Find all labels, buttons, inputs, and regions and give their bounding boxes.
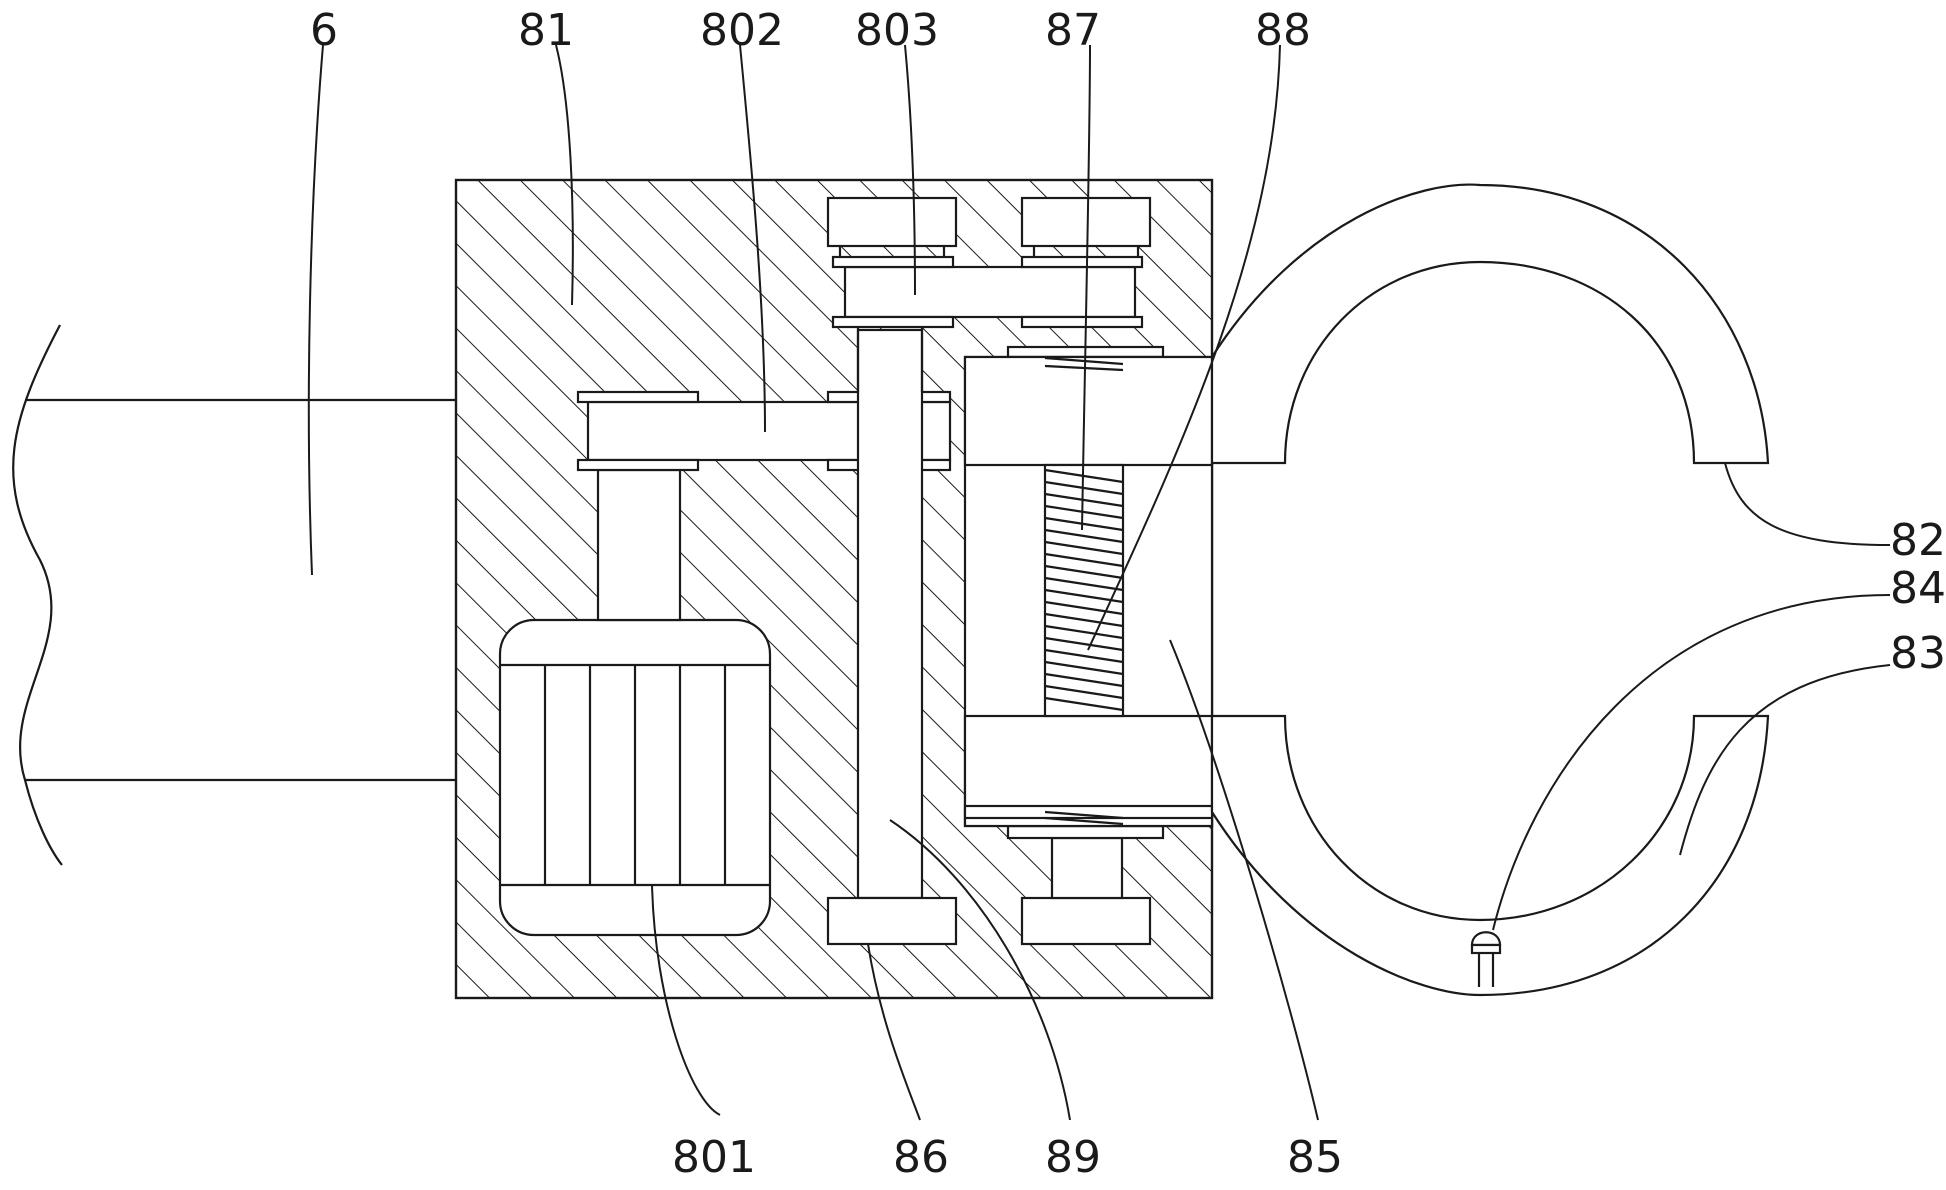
shaft-89 bbox=[856, 328, 924, 900]
label-82: 82 bbox=[1890, 515, 1946, 566]
bearing-top-right bbox=[1020, 196, 1152, 248]
label-81: 81 bbox=[518, 5, 574, 56]
label-83: 83 bbox=[1890, 628, 1946, 679]
spring-87 bbox=[1043, 356, 1125, 826]
belt-803 bbox=[843, 265, 1137, 319]
label-89: 89 bbox=[1045, 1132, 1101, 1183]
clamp-jaw-83 bbox=[1210, 714, 1770, 997]
label-802: 802 bbox=[700, 5, 784, 56]
sensor-84 bbox=[1470, 931, 1502, 987]
bearing-bottom-right bbox=[1020, 896, 1152, 946]
label-88: 88 bbox=[1255, 5, 1311, 56]
bearing-86 bbox=[826, 896, 958, 946]
arm-rod bbox=[12, 324, 456, 866]
label-6: 6 bbox=[310, 5, 338, 56]
label-84: 84 bbox=[1890, 563, 1946, 614]
clamp-jaw-82 bbox=[1210, 183, 1770, 465]
leader-lines bbox=[307, 44, 1891, 1121]
label-803: 803 bbox=[855, 5, 939, 56]
label-87: 87 bbox=[1045, 5, 1101, 56]
part-labels: 6 81 802 803 87 88 82 84 83 801 86 89 85 bbox=[310, 5, 1946, 1183]
motor-shaft bbox=[596, 468, 682, 622]
label-85: 85 bbox=[1287, 1132, 1343, 1183]
bearing-top-left bbox=[826, 196, 958, 248]
label-801: 801 bbox=[672, 1132, 756, 1183]
label-86: 86 bbox=[893, 1132, 949, 1183]
